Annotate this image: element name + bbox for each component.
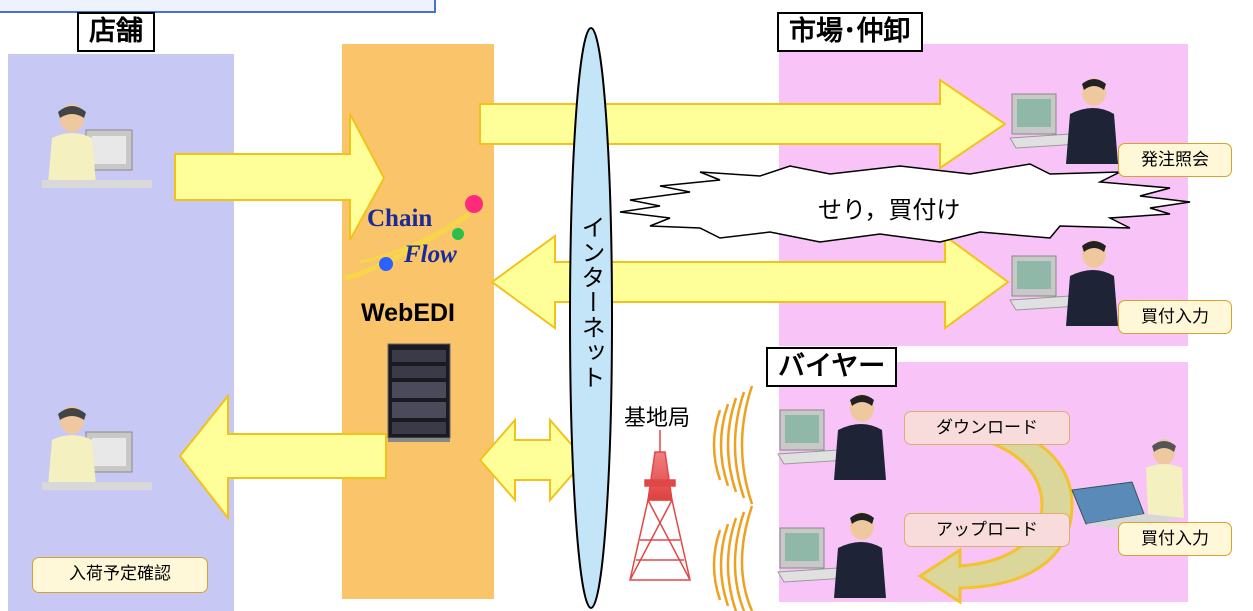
buyer-person-bottom-icon — [777, 512, 886, 598]
curved-transfer-arrow — [916, 414, 1074, 605]
arrow-server-internet-double — [478, 417, 587, 503]
radio-waves-top — [712, 385, 754, 505]
arrow-server-to-store — [178, 393, 387, 521]
base-station-tower — [629, 430, 691, 581]
arrow-server-to-market — [479, 78, 1007, 170]
upload-note: アップロード — [904, 513, 1070, 547]
logo-chain-text: Chain — [367, 205, 433, 232]
chainflow-logo — [344, 195, 483, 281]
market-person-bottom-icon — [1009, 240, 1118, 326]
store-person-bottom-icon — [42, 406, 152, 490]
purchase-input-buyer-note: 買付入力 — [1118, 522, 1232, 556]
market-person-top-icon — [1009, 78, 1118, 164]
webedi-label: WebEDI — [361, 299, 455, 327]
server-icon — [387, 343, 451, 442]
internet-ellipse — [569, 27, 613, 609]
buyer-person-top-icon — [777, 394, 886, 480]
arrival-confirm-note: 入荷予定確認 — [32, 557, 208, 593]
download-note: ダウンロード — [904, 411, 1070, 445]
purchase-input-market-note: 買付入力 — [1118, 300, 1232, 334]
internet-label: インターネット — [577, 215, 605, 390]
header-frame — [0, 0, 436, 13]
store-person-top-icon — [42, 104, 152, 188]
base-station-label: 基地局 — [624, 406, 691, 431]
auction-label: せり，買付け — [818, 196, 961, 224]
arrow-store-to-server — [174, 113, 386, 241]
buyer-title: バイヤー — [766, 347, 898, 387]
auction-cloud — [619, 163, 1191, 243]
buyer-laptop-person-icon — [1071, 439, 1184, 530]
logo-flow-text: Flow — [404, 241, 457, 268]
store-title: 店舗 — [77, 12, 155, 52]
arrow-market-server-double — [490, 234, 1010, 330]
server-panel — [342, 44, 494, 599]
order-inquiry-note: 発注照会 — [1118, 143, 1232, 177]
radio-waves-bottom — [712, 505, 754, 611]
market-title: 市場･仲卸 — [777, 12, 923, 52]
